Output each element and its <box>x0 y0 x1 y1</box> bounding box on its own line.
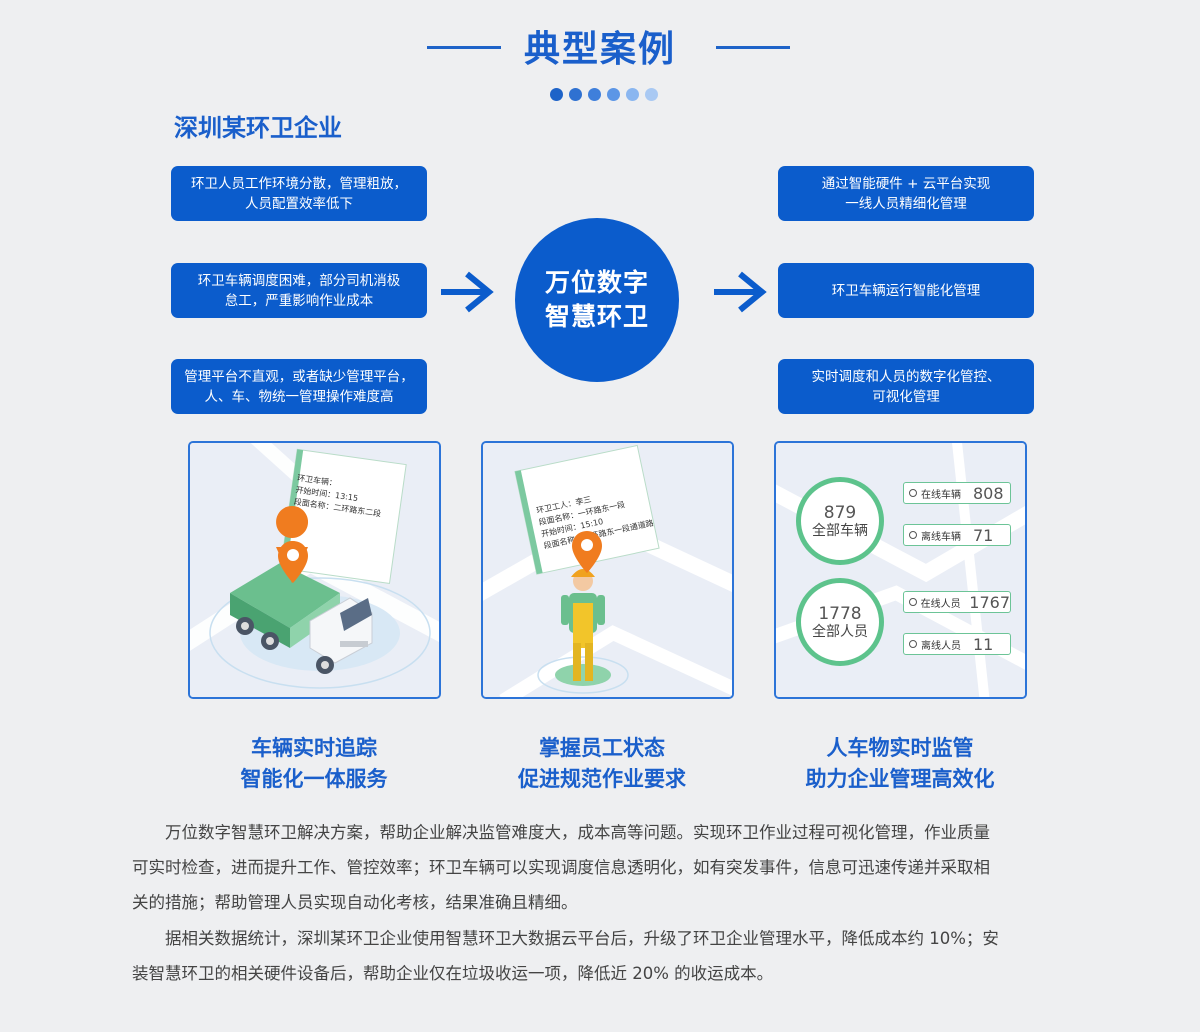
vehicle-offline-pill: 离线车辆 71 <box>903 524 1011 546</box>
problem-text: 人员配置效率低下 <box>245 195 353 212</box>
pill-label: 离线车辆 <box>921 531 961 543</box>
people-total-circle: 1778 全部人员 <box>796 578 884 666</box>
solution-text: 环卫车辆运行智能化管理 <box>831 282 981 299</box>
paragraph-line: 可实时检查，进而提升工作、管控效率；环卫车辆可以实现调度信息透明化，如有突发事件… <box>132 858 990 877</box>
description-paragraph-2: 据相关数据统计，深圳某环卫企业使用智慧环卫大数据云平台后，升级了环卫企业管理水平… <box>132 921 1072 991</box>
pill-label: 在线车辆 <box>921 489 961 501</box>
carousel-dot[interactable] <box>550 88 563 101</box>
vehicle-online-pill: 在线车辆 808 <box>903 482 1011 504</box>
pill-value: 11 <box>973 634 994 654</box>
vehicle-total-label: 全部车辆 <box>812 522 868 539</box>
problem-text: 管理平台不直观，或者缺少管理平台， <box>184 368 414 385</box>
center-text: 智慧环卫 <box>544 302 649 331</box>
solution-box-2: 环卫车辆运行智能化管理 <box>778 263 1034 318</box>
solution-text: 可视化管理 <box>872 388 940 405</box>
solution-box-3: 实时调度和人员的数字化管控、可视化管理 <box>778 359 1034 414</box>
solution-box-1: 通过智能硬件 + 云平台实现一线人员精细化管理 <box>778 166 1034 221</box>
people-online-pill: 在线人员 1767 <box>903 591 1011 613</box>
people-offline-pill: 离线人员 11 <box>903 633 1011 655</box>
carousel-dot[interactable] <box>607 88 620 101</box>
caption-monitor: 人车物实时监管 助力企业管理高效化 <box>750 733 1050 795</box>
caption-truck: 车辆实时追踪 智能化一体服务 <box>164 733 464 795</box>
vehicle-total-value: 879 <box>823 502 857 523</box>
problem-text: 人、车、物统一管理操作难度高 <box>204 388 394 405</box>
caption-text: 促进规范作业要求 <box>518 767 686 791</box>
paragraph-line: 关的措施；帮助管理人员实现自动化考核，结果准确且精细。 <box>132 893 578 912</box>
pill-value: 71 <box>973 525 994 545</box>
worker-status-panel: 环卫工人：李三 段面名称：一环路东一段 开始时间：15:10 段面名称：一环路东… <box>481 441 734 699</box>
truck-tracking-panel: 环卫车辆： 开始时间：13:15 段面名称：二环路东二段 <box>188 441 441 699</box>
center-circle: 万位数字 智慧环卫 <box>515 218 679 382</box>
pill-value: 1767 <box>969 592 1010 612</box>
caption-text: 车辆实时追踪 <box>251 736 377 760</box>
truck-illustration <box>190 443 439 697</box>
problem-text: 环卫人员工作环境分散，管理粗放， <box>191 175 407 192</box>
carousel-dot[interactable] <box>569 88 582 101</box>
solution-text: 实时调度和人员的数字化管控、 <box>811 368 1001 385</box>
caption-worker: 掌握员工状态 促进规范作业要求 <box>452 733 752 795</box>
problem-text: 怠工，严重影响作业成本 <box>224 292 374 309</box>
caption-text: 人车物实时监管 <box>826 736 974 760</box>
paragraph-line: 据相关数据统计，深圳某环卫企业使用智慧环卫大数据云平台后，升级了环卫企业管理水平… <box>132 929 999 948</box>
location-pin-icon <box>572 531 602 573</box>
title-line-left <box>427 46 501 49</box>
people-total-value: 1778 <box>818 603 862 624</box>
page-title: 典型案例 <box>523 29 676 70</box>
title-line-right <box>716 46 790 49</box>
pill-value: 808 <box>973 483 1004 503</box>
arrow-right-icon <box>441 271 494 313</box>
problem-box-1: 环卫人员工作环境分散，管理粗放， 人员配置效率低下 <box>171 166 427 221</box>
pill-label: 离线人员 <box>921 640 961 652</box>
caption-text: 掌握员工状态 <box>539 736 665 760</box>
realtime-monitor-panel: 879 全部车辆 在线车辆 808 离线车辆 71 1778 全部人员 在线人员… <box>774 441 1027 699</box>
caption-text: 助力企业管理高效化 <box>805 767 995 791</box>
worker-illustration <box>483 443 732 697</box>
arrow-right-icon <box>714 271 767 313</box>
company-heading: 深圳某环卫企业 <box>174 114 342 142</box>
status-dot-icon <box>909 598 917 606</box>
solution-text: 通过智能硬件 + 云平台实现 <box>821 175 991 192</box>
problem-text: 环卫车辆调度困难，部分司机消极 <box>197 272 401 289</box>
people-total-label: 全部人员 <box>812 623 868 640</box>
location-pin-icon <box>278 541 308 583</box>
carousel-dots <box>550 88 658 101</box>
description-paragraph-1: 万位数字智慧环卫解决方案，帮助企业解决监管难度大，成本高等问题。实现环卫作业过程… <box>132 815 1072 920</box>
caption-text: 智能化一体服务 <box>240 767 388 791</box>
status-dot-icon <box>909 640 917 648</box>
paragraph-line: 装智慧环卫的相关硬件设备后，帮助企业仅在垃圾收运一项，降低近 20% 的收运成本… <box>132 964 774 983</box>
carousel-dot[interactable] <box>645 88 658 101</box>
carousel-dot[interactable] <box>588 88 601 101</box>
center-text: 万位数字 <box>544 268 649 297</box>
carousel-dot[interactable] <box>626 88 639 101</box>
status-dot-icon <box>909 489 917 497</box>
problem-box-3: 管理平台不直观，或者缺少管理平台， 人、车、物统一管理操作难度高 <box>171 359 427 414</box>
paragraph-line: 万位数字智慧环卫解决方案，帮助企业解决监管难度大，成本高等问题。实现环卫作业过程… <box>132 823 990 842</box>
problem-box-2: 环卫车辆调度困难，部分司机消极怠工，严重影响作业成本 <box>171 263 427 318</box>
solution-text: 一线人员精细化管理 <box>845 195 967 212</box>
vehicle-total-circle: 879 全部车辆 <box>796 477 884 565</box>
pill-label: 在线人员 <box>920 598 961 610</box>
status-dot-icon <box>909 531 917 539</box>
